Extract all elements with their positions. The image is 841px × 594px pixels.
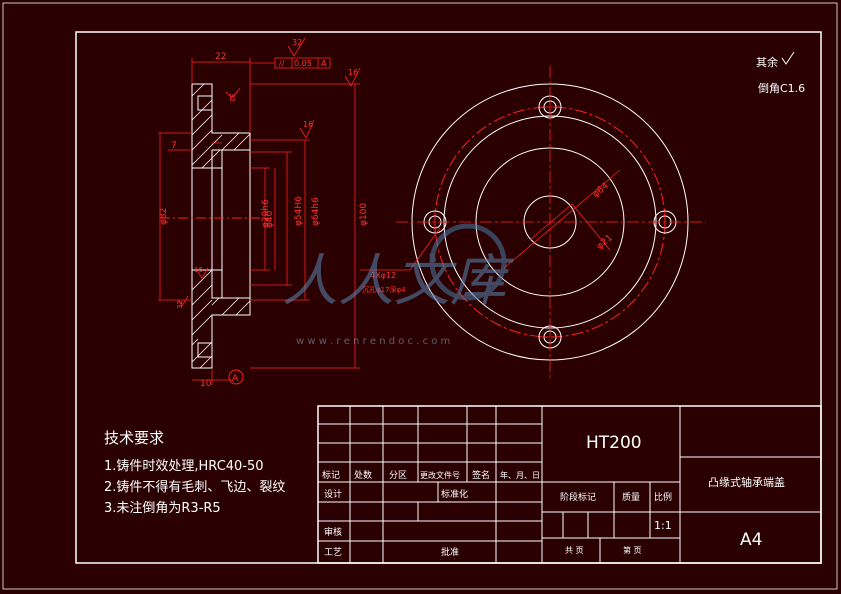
label-scale: 比例	[654, 491, 672, 503]
dim-dia-40: φ40	[265, 210, 275, 228]
label-review: 审核	[324, 526, 342, 538]
tolerance-value: 0.05	[294, 59, 312, 68]
roughness-32-bottom: 32	[176, 300, 184, 309]
label-total-pages: 共 页	[565, 546, 584, 555]
dim-10: 10	[200, 379, 212, 389]
roughness-32-small: 32	[228, 93, 236, 102]
technical-requirements: 技术要求 1.铸件时效处理,HRC40-50 2.铸件不得有毛刺、飞边、裂纹 3…	[104, 429, 285, 516]
label-standard: 标准化	[441, 488, 468, 500]
holes-counterbore: 沉孔φ17深φ4	[362, 285, 406, 294]
tech-req-title: 技术要求	[104, 429, 164, 447]
tech-req-item-3: 3.未注倒角为R3-R5	[104, 501, 221, 516]
tech-req-item-1: 1.铸件时效处理,HRC40-50	[104, 458, 264, 474]
dim-dia-64h6: φ64h6	[311, 197, 321, 226]
header-mark: 标记	[322, 469, 340, 481]
title-block	[317, 405, 822, 564]
section-view: 22 // 0.05 A 32 16 16 32 16 32 7 10 A φ8…	[158, 37, 369, 389]
dim-dia-82: φ82	[159, 208, 169, 225]
roughness-16-small: 16	[194, 266, 203, 274]
dim-7: 7	[171, 141, 177, 151]
tolerance-symbol: //	[279, 59, 285, 68]
watermark: 人人文库 w w w . r e n r e n d o c . c o m	[282, 223, 514, 347]
roughness-32-top: 32	[292, 38, 302, 47]
dim-dia-54h6: φ54H6	[294, 196, 304, 226]
header-date: 年、月、日	[500, 470, 540, 480]
label-design: 设计	[324, 488, 342, 500]
header-zone: 分区	[389, 470, 407, 481]
header-doc: 更改文件号	[420, 470, 460, 480]
header-sign: 签名	[472, 469, 490, 481]
title-block-text: HT200 凸缘式轴承端盖 A4 1:1 标记 处数 分区 更改文件号 签名 年…	[322, 433, 785, 558]
label-approve: 批准	[441, 546, 459, 558]
dim-dia-100: φ100	[359, 203, 369, 226]
label-page: 第 页	[623, 545, 642, 555]
label-stage: 阶段标记	[560, 491, 596, 503]
watermark-url: w w w . r e n r e n d o c . c o m	[296, 336, 450, 347]
paper-size: A4	[740, 530, 762, 550]
part-name: 凸缘式轴承端盖	[708, 475, 785, 489]
label-process: 工艺	[324, 547, 342, 558]
scale-value: 1:1	[654, 519, 672, 532]
roughness-other-note: 其余	[756, 55, 778, 69]
header-count: 处数	[354, 469, 372, 481]
holes-callout: 4Xφ12	[370, 271, 396, 280]
dim-dia-20h6: φ20h6	[261, 199, 271, 228]
datum-a-label: A	[232, 374, 239, 384]
chamfer-note: 倒角C1.6	[758, 82, 805, 95]
tolerance-datum: A	[321, 59, 327, 68]
roughness-16-mid: 16	[303, 120, 313, 129]
material: HT200	[586, 433, 642, 453]
watermark-text: 人人文库	[282, 249, 514, 314]
label-weight: 质量	[622, 491, 640, 503]
dim-22: 22	[215, 52, 226, 62]
tech-req-item-2: 2.铸件不得有毛刺、飞边、裂纹	[104, 479, 285, 495]
roughness-16-right: 16	[348, 68, 358, 77]
